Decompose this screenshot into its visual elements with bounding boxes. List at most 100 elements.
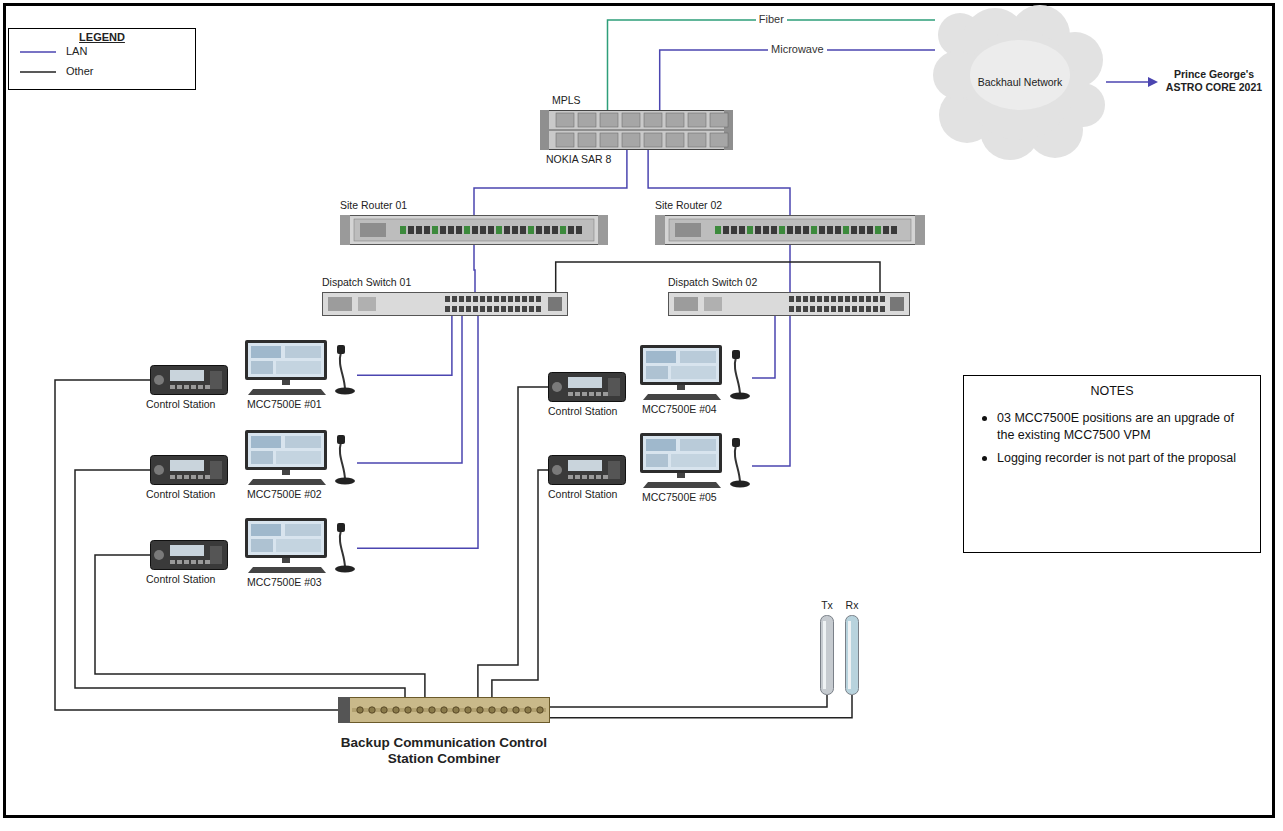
console-position-picture [640, 433, 752, 488]
console-position-part [251, 524, 281, 536]
link-label: Microwave [768, 43, 827, 56]
site-router-part [851, 226, 857, 234]
console-position-picture [245, 518, 357, 573]
site-router-part [747, 226, 753, 234]
control-station-part [603, 475, 608, 479]
control-station-part [596, 475, 601, 479]
control-station-part [151, 541, 228, 570]
rx-antenna-part [846, 616, 859, 695]
control-station-part [177, 560, 182, 564]
site-router-part [504, 226, 510, 234]
device-label: MPLS [552, 94, 581, 107]
station-combiner-part [537, 707, 543, 713]
console-position-part [640, 345, 722, 385]
control-station-part [582, 475, 587, 479]
station-combiner-part [525, 707, 531, 713]
site-router-part [669, 219, 911, 241]
dispatch-switch: Dispatch Switch 02 [668, 292, 910, 316]
station-combiner-part [477, 707, 483, 713]
control-station-part [552, 465, 562, 475]
legend-heading: LEGEND [8, 31, 196, 44]
dispatch-switch-part [704, 297, 722, 311]
bullet-dot [982, 456, 987, 461]
station-combiner-part [393, 707, 399, 713]
site-router-part [456, 226, 462, 234]
site-router-part [715, 226, 721, 234]
mpls-router-part [578, 113, 596, 127]
mpls-router-part [622, 113, 640, 127]
console-position-part [730, 393, 750, 400]
dispatch-switch-part [529, 306, 534, 312]
site-router-part [755, 226, 761, 234]
console-position-part [340, 352, 345, 390]
console-position-part [248, 479, 326, 485]
dispatch-switch-part [866, 296, 871, 302]
note-text: 03 MCC7500E positions are an upgrade of … [997, 410, 1246, 444]
dispatch-switch-part [473, 296, 478, 302]
control-station-picture [150, 540, 228, 570]
console-position-part [248, 343, 324, 377]
mpls-router-picture [540, 110, 733, 150]
console-position-part [677, 473, 685, 478]
dispatch-switch-part [328, 297, 352, 311]
mpls-router-part [710, 133, 728, 147]
console-position-part [248, 433, 324, 467]
site-router-part [448, 226, 454, 234]
device-label: Tx [821, 599, 833, 612]
dispatch-switch-part [487, 296, 492, 302]
console-position-part [646, 454, 668, 467]
dispatch-switch-part [838, 296, 843, 302]
site-router-part [915, 215, 925, 245]
site-router-part [787, 226, 793, 234]
console-position-part [245, 340, 327, 380]
control-station-part [170, 545, 204, 556]
dispatch-switch-part [536, 306, 541, 312]
device-label: Dispatch Switch 02 [668, 276, 757, 289]
console-position-part [643, 394, 721, 400]
console-position-part [677, 385, 685, 390]
device-label: MCC7500E #05 [642, 491, 717, 504]
connector [550, 695, 852, 718]
mpls-router-part [556, 113, 574, 127]
link-label: Fiber [756, 13, 787, 26]
dispatch-switch-part [452, 306, 457, 312]
dispatch-switch-part [452, 296, 457, 302]
console-position-part [245, 518, 327, 558]
console-position-part [680, 439, 716, 451]
dispatch-switch-part [852, 296, 857, 302]
dispatch-switch-part [445, 306, 450, 312]
site-router-part [472, 226, 478, 234]
device-label: Site Router 01 [340, 199, 407, 212]
core-link-line [1106, 81, 1150, 83]
site-router-part [803, 226, 809, 234]
mpls-router-part [556, 133, 574, 147]
device-label: MCC7500E #03 [247, 576, 322, 589]
control-station-part [154, 375, 164, 385]
mpls-router-part [666, 113, 684, 127]
dispatch-switch-part [466, 296, 471, 302]
dispatch-switch-part [494, 296, 499, 302]
dispatch-switch-part [466, 306, 471, 312]
dispatch-switch-part [845, 306, 850, 312]
station-combiner-part [465, 707, 471, 713]
dispatch-switch-part [473, 306, 478, 312]
device-label: Control Station [146, 488, 215, 501]
dispatch-switch-part [831, 306, 836, 312]
control-station-picture [150, 365, 228, 395]
dispatch-switch-part [515, 296, 520, 302]
dispatch-switch-part [880, 296, 885, 302]
dispatch-switch-part [866, 306, 871, 312]
dispatch-switch-part [873, 296, 878, 302]
control-station-part [608, 461, 620, 479]
control-station-part [170, 460, 204, 471]
control-station: Control Station [150, 365, 228, 395]
tx-antenna: Tx [820, 615, 834, 695]
station-combiner-part [369, 707, 375, 713]
dispatch-switch-part [831, 296, 836, 302]
legend-line-sample [20, 69, 60, 75]
site-router-part [416, 226, 422, 234]
console-position-picture [640, 345, 752, 400]
dispatch-switch-part [824, 296, 829, 302]
console-position-part [276, 361, 321, 374]
